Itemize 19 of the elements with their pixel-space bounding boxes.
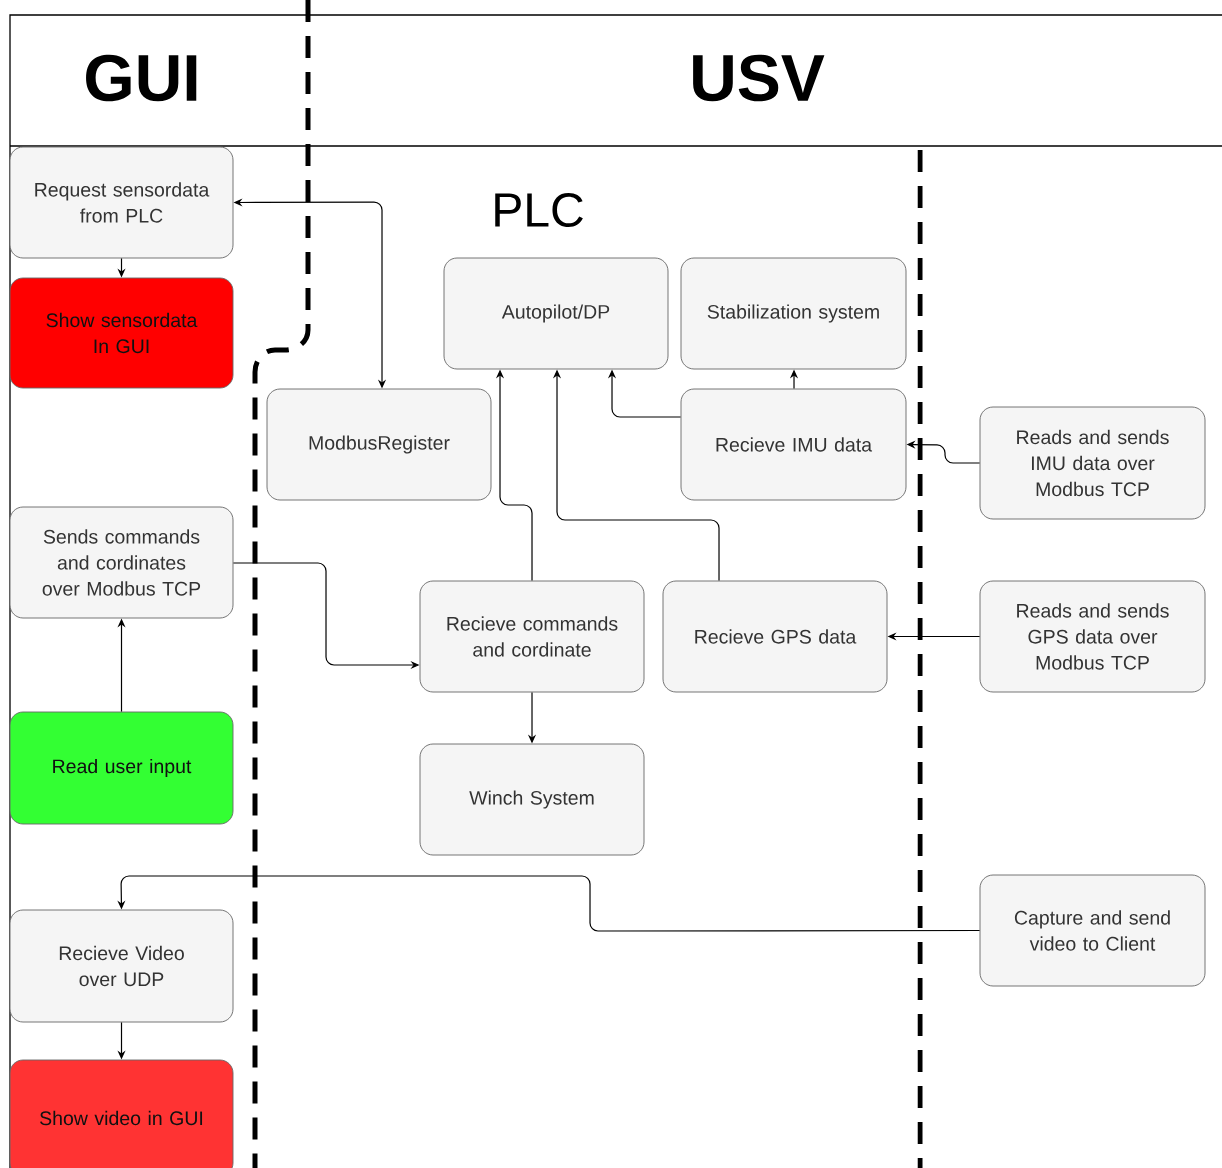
process-box: Show sensordata In GUI [9, 277, 234, 389]
process-box: Winch System [419, 743, 645, 856]
process-box: Recieve IMU data [680, 388, 907, 501]
lane-heading: GUI [86, 54, 197, 102]
process-box: Recieve GPS data [662, 580, 888, 693]
process-box: Reads and sends GPS data over Modbus TCP [979, 580, 1206, 693]
process-box: Capture and send video to Client [979, 874, 1206, 987]
process-box: Stabilization system [680, 257, 907, 370]
process-box: Show video in GUI [9, 1059, 234, 1168]
lane-heading: USV [693, 54, 825, 102]
process-box: Request sensordata from PLC [9, 146, 234, 259]
lane-heading: PLC [495, 193, 583, 227]
process-box: Recieve commands and cordinate [419, 580, 645, 693]
process-box: Reads and sends IMU data over Modbus TCP [979, 406, 1206, 520]
process-box: Autopilot/DP [443, 257, 669, 370]
process-box: Read user input [9, 711, 234, 825]
process-box: Recieve Video over UDP [9, 909, 234, 1023]
process-box: ModbusRegister [266, 388, 492, 501]
process-box: Sends commands and cordinates over Modbus TCP [9, 506, 234, 619]
